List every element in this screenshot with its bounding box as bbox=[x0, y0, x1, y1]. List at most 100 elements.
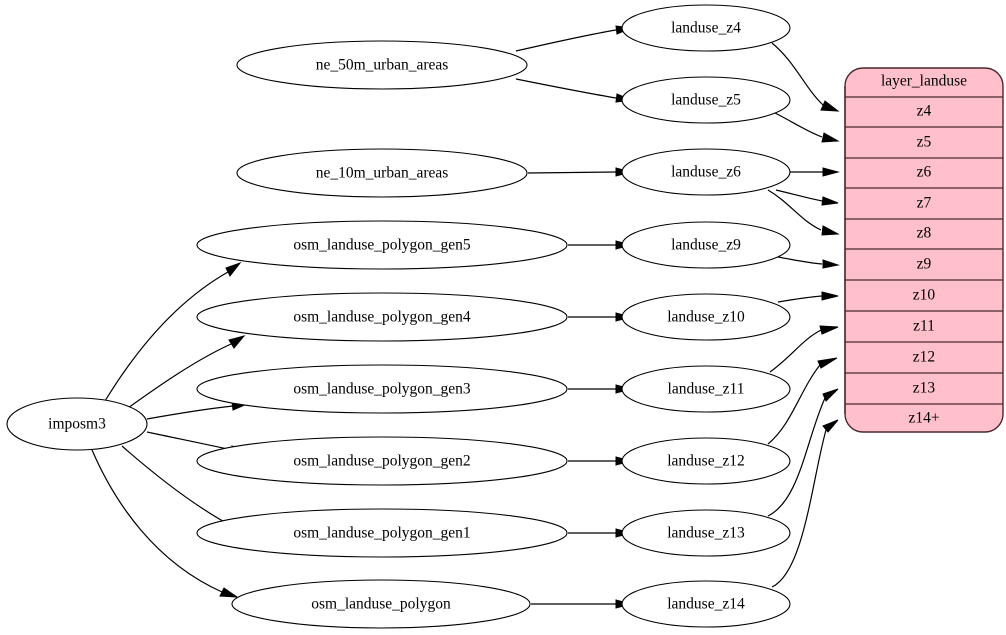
edge-lz13-row-z13 bbox=[767, 397, 826, 517]
edge-group-landuse-to-table bbox=[767, 42, 840, 588]
node-label: landuse_z12 bbox=[667, 453, 744, 470]
node-ellipse[interactable] bbox=[621, 509, 791, 557]
arrowhead-row-z14plus bbox=[822, 419, 839, 433]
table-row-label: z5 bbox=[917, 134, 932, 151]
table-row-label: z7 bbox=[917, 195, 932, 212]
node-ellipse[interactable] bbox=[196, 436, 568, 486]
node-label: osm_landuse_polygon_gen2 bbox=[293, 453, 470, 470]
node-label: osm_landuse_polygon_gen4 bbox=[293, 309, 471, 326]
node-landuse-z12[interactable]: landuse_z12 bbox=[621, 437, 791, 485]
node-osm-landuse-polygon-gen5[interactable]: osm_landuse_polygon_gen5 bbox=[196, 220, 568, 270]
table-row-label: z10 bbox=[913, 287, 936, 304]
edge-imposm3-gen4 bbox=[127, 343, 232, 409]
node-landuse-z14[interactable]: landuse_z14 bbox=[621, 580, 791, 628]
node-ellipse[interactable] bbox=[621, 221, 791, 269]
edge-lz11-row-z11 bbox=[769, 329, 822, 373]
table-row-label: z9 bbox=[917, 256, 932, 273]
node-label: landuse_z10 bbox=[667, 309, 745, 326]
arrowhead-row-z11 bbox=[819, 325, 839, 335]
node-label: osm_landuse_polygon_gen1 bbox=[293, 525, 470, 542]
node-ellipse[interactable] bbox=[621, 148, 791, 196]
node-label: landuse_z14 bbox=[667, 596, 745, 613]
node-osm-landuse-polygon-gen4[interactable]: osm_landuse_polygon_gen4 bbox=[196, 292, 568, 342]
edge-ne50-lz4 bbox=[515, 29, 617, 52]
node-osm-landuse-polygon-gen1[interactable]: osm_landuse_polygon_gen1 bbox=[196, 508, 568, 558]
node-landuse-z10[interactable]: landuse_z10 bbox=[621, 293, 791, 341]
intermediate-nodes: landuse_z4 landuse_z5 landuse_z6 landuse… bbox=[621, 4, 791, 628]
table-row-z13[interactable]: z13 bbox=[845, 380, 1003, 405]
edge-lz9-row-z9 bbox=[777, 256, 823, 265]
table-rows: z4 z5 z6 z7 z8 bbox=[845, 103, 1003, 427]
node-ellipse[interactable] bbox=[231, 579, 531, 629]
table-layer-landuse[interactable]: layer_landuse z4 z5 z6 z7 bbox=[844, 67, 1004, 433]
arrowhead-row-z12 bbox=[817, 357, 838, 369]
node-ellipse[interactable] bbox=[621, 580, 791, 628]
node-landuse-z11[interactable]: landuse_z11 bbox=[621, 365, 791, 413]
node-osm-landuse-polygon[interactable]: osm_landuse_polygon bbox=[231, 579, 531, 629]
edge-imposm3-gen3 bbox=[146, 405, 234, 420]
node-ellipse[interactable] bbox=[196, 220, 568, 270]
node-ellipse[interactable] bbox=[196, 292, 568, 342]
node-imposm3[interactable]: imposm3 bbox=[6, 397, 148, 451]
table-row-z12[interactable]: z12 bbox=[845, 349, 1003, 374]
table-header: layer_landuse bbox=[845, 73, 1003, 98]
edge-imposm3-gen1 bbox=[121, 445, 229, 525]
table-row-z4[interactable]: z4 bbox=[845, 103, 1003, 128]
arrowhead-row-z8 bbox=[821, 225, 840, 236]
node-ellipse[interactable] bbox=[621, 76, 791, 124]
node-label: osm_landuse_polygon_gen5 bbox=[293, 237, 471, 254]
node-label: landuse_z11 bbox=[668, 381, 745, 398]
edge-lz6-row-z7 bbox=[775, 189, 823, 202]
table-row-z10[interactable]: z10 bbox=[845, 287, 1003, 312]
node-ellipse[interactable] bbox=[196, 364, 568, 414]
table-header-label: layer_landuse bbox=[881, 73, 967, 90]
arrowhead-row-z4 bbox=[820, 100, 840, 112]
source-nodes: imposm3 ne_50m_urban_areas ne_10m_urban_… bbox=[6, 40, 568, 629]
node-label: imposm3 bbox=[48, 416, 106, 433]
table-row-z9[interactable]: z9 bbox=[845, 256, 1003, 281]
edge-ne50-lz5 bbox=[515, 78, 617, 99]
node-landuse-z9[interactable]: landuse_z9 bbox=[621, 221, 791, 269]
edge-ne10-lz6 bbox=[527, 171, 617, 174]
arrowhead-row-z9 bbox=[822, 259, 840, 269]
node-landuse-z6[interactable]: landuse_z6 bbox=[621, 148, 791, 196]
table-row-label: z4 bbox=[917, 103, 932, 120]
node-label: landuse_z9 bbox=[671, 237, 741, 254]
node-ellipse[interactable] bbox=[236, 40, 528, 90]
node-ellipse[interactable] bbox=[621, 4, 791, 52]
node-landuse-z13[interactable]: landuse_z13 bbox=[621, 509, 791, 557]
table-body[interactable] bbox=[844, 67, 1004, 433]
node-osm-landuse-polygon-gen3[interactable]: osm_landuse_polygon_gen3 bbox=[196, 364, 568, 414]
table-row-label: z8 bbox=[917, 225, 932, 242]
node-ellipse[interactable] bbox=[6, 397, 148, 451]
node-label: landuse_z4 bbox=[671, 20, 741, 37]
node-ellipse[interactable] bbox=[621, 437, 791, 485]
table-row-label: z14+ bbox=[908, 410, 939, 427]
arrowhead-row-z10 bbox=[821, 291, 839, 301]
edge-lz10-row-z10 bbox=[777, 295, 823, 303]
table-row-z6[interactable]: z6 bbox=[845, 164, 1003, 189]
node-ellipse[interactable] bbox=[196, 508, 568, 558]
node-ne-10m-urban-areas[interactable]: ne_10m_urban_areas bbox=[236, 148, 528, 198]
node-ellipse[interactable] bbox=[621, 293, 791, 341]
table-row-z14plus[interactable]: z14+ bbox=[908, 410, 939, 427]
table-row-z7[interactable]: z7 bbox=[845, 195, 1003, 220]
table-row-label: z13 bbox=[913, 380, 936, 397]
edge-lz14-row-z14plus bbox=[771, 429, 827, 588]
table-row-z8[interactable]: z8 bbox=[845, 225, 1003, 250]
node-landuse-z4[interactable]: landuse_z4 bbox=[621, 4, 791, 52]
node-ne-50m-urban-areas[interactable]: ne_50m_urban_areas bbox=[236, 40, 528, 90]
edge-lz4-row-z4 bbox=[771, 42, 824, 106]
table-row-z11[interactable]: z11 bbox=[845, 318, 1003, 343]
node-label: osm_landuse_polygon bbox=[311, 596, 451, 613]
node-osm-landuse-polygon-gen2[interactable]: osm_landuse_polygon_gen2 bbox=[196, 436, 568, 486]
arrowhead-poly bbox=[219, 587, 239, 598]
edge-imposm3-gen5 bbox=[104, 271, 229, 402]
arrowhead-row-z6 bbox=[822, 167, 840, 177]
table-row-z5[interactable]: z5 bbox=[845, 134, 1003, 159]
node-ellipse[interactable] bbox=[236, 148, 528, 198]
table-row-label: z11 bbox=[913, 318, 935, 335]
node-ellipse[interactable] bbox=[621, 365, 791, 413]
node-landuse-z5[interactable]: landuse_z5 bbox=[621, 76, 791, 124]
